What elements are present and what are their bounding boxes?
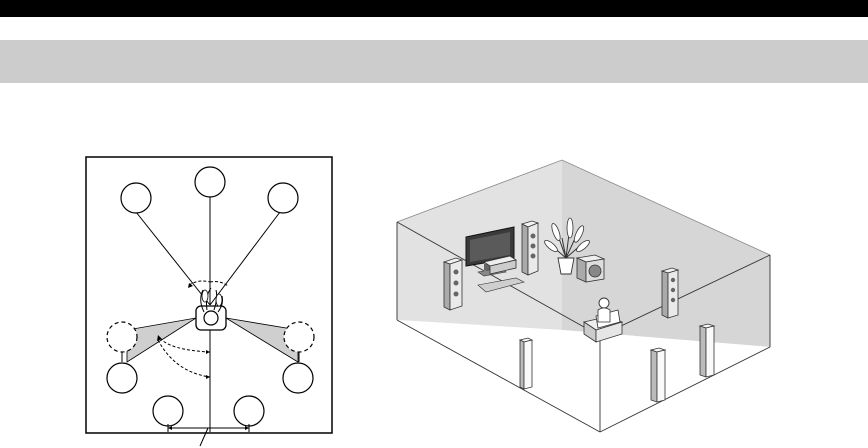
surround-back-left-speaker-icon: [153, 396, 183, 426]
front-left-tower-speaker-icon: [444, 258, 462, 310]
front-right-speaker-icon: [268, 183, 298, 213]
speaker-layout-diagram: [86, 157, 332, 446]
center-speaker-icon: [195, 167, 225, 197]
surround-back-right-speaker-icon: [234, 396, 264, 426]
room-illustration: [397, 160, 770, 432]
surround-left-speaker-icon: [107, 363, 137, 393]
optional-right-speaker-icon: [284, 322, 314, 352]
front-right-tower-speaker-icon: [522, 221, 538, 275]
subwoofer-icon: [577, 255, 604, 282]
surround-right-speaker-icon: [283, 363, 313, 393]
surround-right-tower-speaker-icon: [662, 268, 678, 318]
surround-back-center-speaker-icon: [651, 348, 665, 402]
optional-left-speaker-icon: [107, 322, 137, 352]
surround-back-right-speaker-icon: [700, 324, 714, 377]
back-right-wall: [562, 160, 770, 347]
front-left-speaker-icon: [121, 183, 151, 213]
surround-back-left-speaker-icon: [520, 338, 532, 389]
